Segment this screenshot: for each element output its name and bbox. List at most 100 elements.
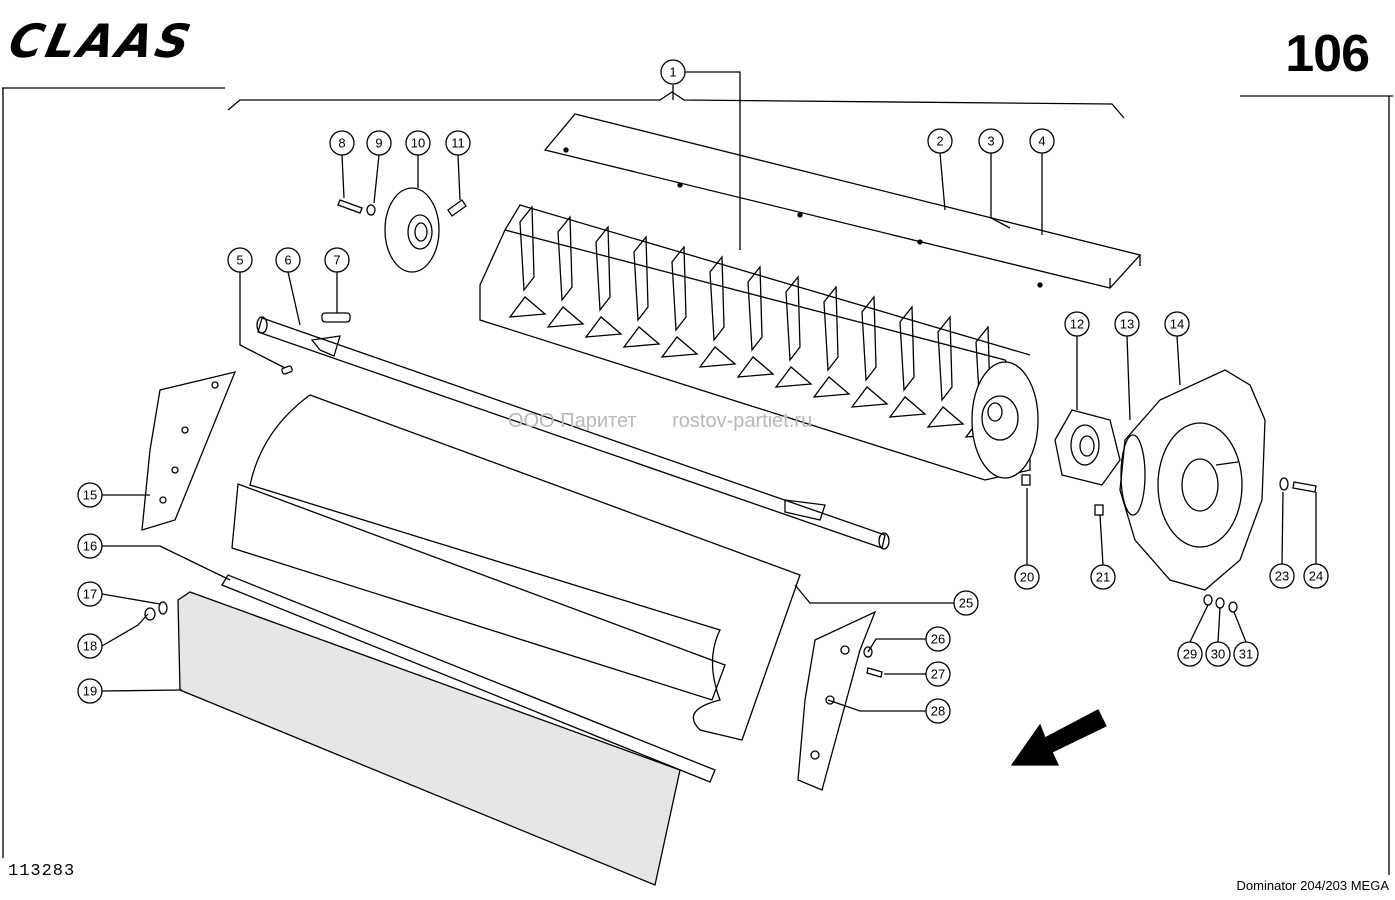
callout-24: 24: [1303, 563, 1329, 589]
callout-26: 26: [925, 626, 951, 652]
callout-circle: [77, 633, 103, 659]
leader-line-1: [685, 71, 741, 250]
callout-19: 19: [77, 678, 103, 704]
callout-circle: [1205, 641, 1231, 667]
callout-25: 25: [953, 590, 979, 616]
rotor-paddle: [823, 285, 839, 372]
callout-15: 15: [77, 482, 103, 508]
rotor-paddle-tip: [736, 356, 775, 378]
rotor-paddle-tip: [660, 336, 699, 358]
callout-label: 7: [333, 253, 340, 268]
callout-label: 29: [1183, 647, 1197, 662]
leader-line-16: [102, 545, 231, 581]
callout-label: 18: [83, 639, 97, 654]
frame-lines: [2, 87, 1393, 875]
rotor-paddle: [557, 215, 573, 302]
leader-line-28: [827, 699, 926, 712]
callout-circle: [1114, 311, 1140, 337]
rotor-drum: [479, 204, 1039, 481]
rotor-paddle-tip: [850, 386, 889, 408]
rotor-paddle-tip: [508, 296, 547, 318]
callout-18: 18: [77, 633, 103, 659]
rotor-paddle: [519, 205, 535, 292]
callout-label: 8: [338, 136, 345, 151]
callout-label: 20: [1020, 570, 1034, 585]
rotor-paddle-tip: [926, 406, 965, 428]
callout-label: 3: [987, 134, 994, 149]
leader-line-11: [457, 154, 461, 201]
callout-circle: [77, 581, 103, 607]
rotor-paddle-tip: [584, 316, 623, 338]
leader-line-19: [101, 689, 183, 692]
callout-16: 16: [77, 533, 103, 559]
callout-circle: [405, 130, 431, 156]
callout-circle: [1064, 311, 1090, 337]
rotor-paddle-tip: [546, 306, 585, 328]
rotor-paddle: [899, 305, 915, 392]
callout-circle: [1303, 563, 1329, 589]
side-plate-left: [141, 371, 237, 531]
callout-label: 4: [1038, 134, 1045, 149]
callout-label: 11: [451, 136, 465, 151]
callout-circle: [1269, 563, 1295, 589]
callout-leaders: [101, 71, 1317, 712]
callout-label: 9: [375, 136, 382, 151]
callout-label: 27: [931, 667, 945, 682]
callout-circle: [366, 130, 392, 156]
callout-circle: [925, 626, 951, 652]
callout-label: 26: [931, 632, 945, 647]
callout-label: 19: [83, 684, 97, 699]
callout-12: 12: [1064, 311, 1090, 337]
callout-label: 2: [936, 134, 943, 149]
flange-bearing-left: [337, 187, 467, 273]
callout-7: 7: [324, 247, 350, 273]
rotor-paddle: [785, 275, 801, 362]
callout-14: 14: [1164, 311, 1190, 337]
callout-label: 10: [411, 136, 425, 151]
leader-line-13: [1126, 335, 1131, 421]
rotor-paddle-tip: [774, 366, 813, 388]
callout-circle: [1090, 564, 1116, 590]
leader-line-9: [373, 154, 380, 204]
callout-circle: [925, 698, 951, 724]
direction-arrow: [1010, 709, 1107, 766]
callout-28: 28: [925, 698, 951, 724]
rotor-paddle: [861, 295, 877, 382]
rotor-shaft: [256, 316, 890, 550]
callout-10: 10: [405, 130, 431, 156]
leader-line-8: [341, 154, 345, 199]
callout-27: 27: [925, 661, 951, 687]
assembly-brace: [227, 91, 1125, 119]
drive-pulley: [1119, 369, 1266, 591]
callout-20: 20: [1014, 564, 1040, 590]
callout-label: 25: [959, 596, 973, 611]
page-number: 106: [1285, 25, 1370, 83]
drawing-number: 113283: [8, 862, 76, 881]
callout-2: 2: [927, 128, 953, 154]
leader-line-25: [794, 584, 954, 604]
callout-13: 13: [1114, 311, 1140, 337]
rotor-paddle-tip: [622, 326, 661, 348]
callout-circle: [324, 247, 350, 273]
washer-nut-left: [144, 601, 168, 621]
callout-label: 21: [1096, 570, 1110, 585]
callout-circle: [77, 482, 103, 508]
callout-circle: [953, 590, 979, 616]
rotor-paddle: [633, 235, 649, 322]
callout-11: 11: [445, 130, 471, 156]
rotor-paddle-tip: [698, 346, 737, 368]
side-plate-right: [797, 610, 883, 791]
callout-label: 6: [284, 253, 291, 268]
callout-21: 21: [1090, 564, 1116, 590]
callout-circle: [227, 247, 253, 273]
callout-circle: [927, 128, 953, 154]
leader-line-29: [1189, 604, 1209, 643]
watermark-site: rostov-partiet.ru: [672, 410, 813, 432]
watermark-company: ООО Паритет: [508, 410, 637, 432]
callout-circle: [445, 130, 471, 156]
callout-circle: [978, 128, 1004, 154]
callout-label: 13: [1120, 317, 1134, 332]
leader-line-6: [287, 271, 301, 326]
